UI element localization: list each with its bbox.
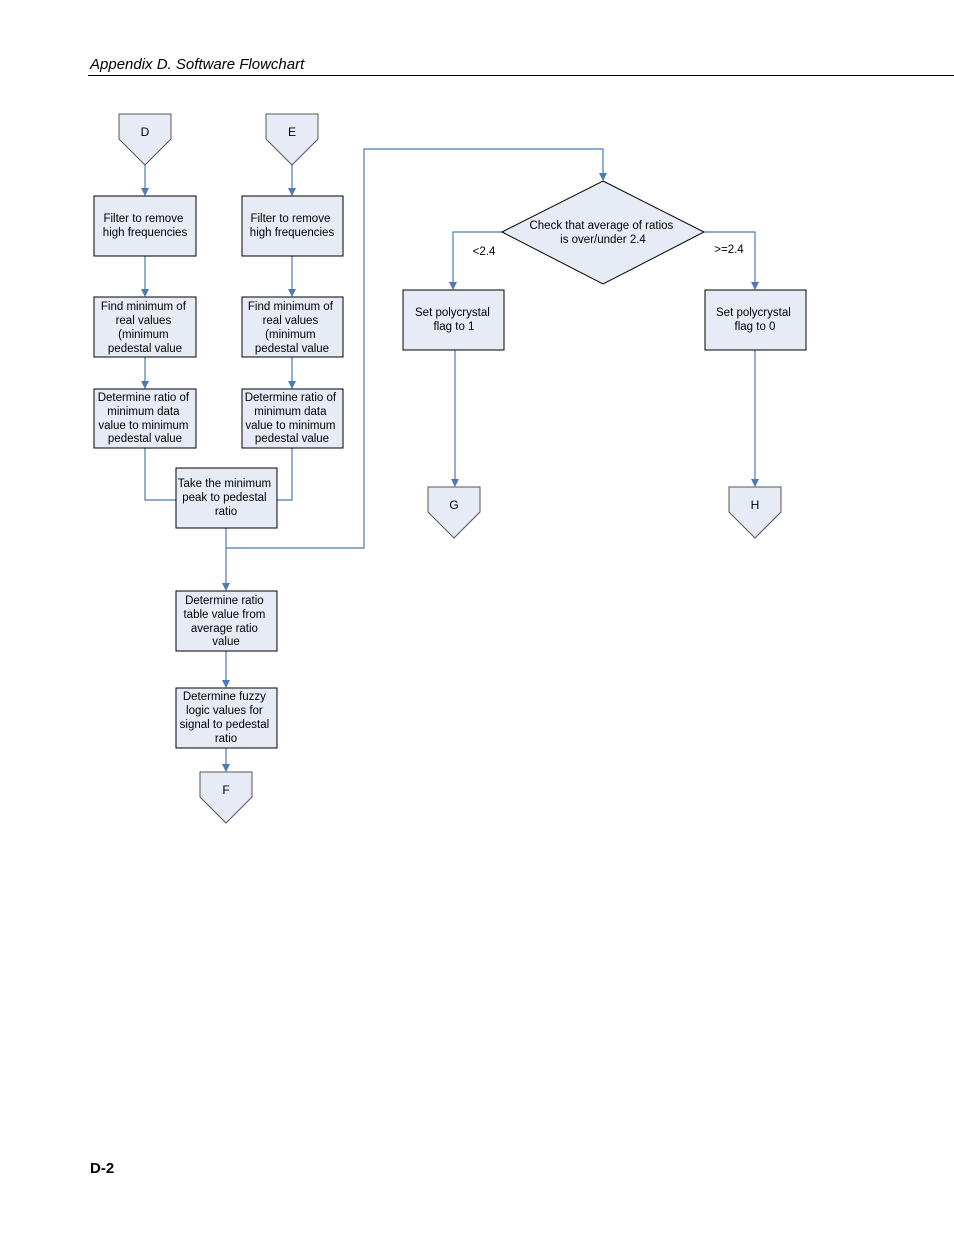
connector-f: F [199,771,253,824]
header-rule [88,75,954,76]
arrowhead [288,289,296,297]
svg-text:Determine ratio table va: Determine ratio table value from average… [183,595,268,648]
edge-d-ratio-to-take [144,448,177,501]
step-set-flag-0: Set polycrystal flag to 0 [704,289,807,351]
step-set-flag-1: Set polycrystal flag to 1 [402,289,505,351]
arrowhead [599,173,607,181]
connector-h: H [728,486,782,539]
page-number: D-2 [90,1160,115,1177]
connector-g: G [427,486,481,539]
branch-label-right: >=2.4 [714,244,744,256]
step-d-ratio: Determine ratio of minimum data value to… [93,388,197,449]
flowchart-edges [144,148,756,766]
step-ratio-table: Determine ratio table value from average… [175,590,278,652]
arrowhead [751,479,759,487]
arrowhead [222,764,230,772]
arrowhead [141,188,149,196]
svg-text:Set polycrystal flag to: Set polycrystal flag to 1 [415,307,493,333]
svg-text:Check that average of ratios: Check that average of ratios is over/und… [529,220,676,246]
arrowhead [751,282,759,290]
svg-text:Set polycrystal flag to: Set polycrystal flag to 0 [716,307,794,333]
connector-h-label: H [751,498,760,512]
step-d-find-min: Find minimum of real values (minimum ped… [93,296,197,358]
step-e-find-min: Find minimum of real values (minimum ped… [241,296,344,358]
edge-decision-to-flag0 [704,231,756,284]
edge-decision-to-flag1 [452,231,502,284]
branch-label-left: <2.4 [473,246,496,258]
step-fuzzy-logic: Determine fuzzy logic values for signal … [175,687,278,749]
svg-text:Find minimum of real val: Find minimum of real values (minimum ped… [248,301,336,355]
connector-f-label: F [222,783,229,797]
step-d-filter: Filter to remove high frequencies [93,195,197,257]
step-take-minimum: Take the minimum peak to pedestal ratio [175,467,278,529]
svg-text:Take the minimum peak to: Take the minimum peak to pedestal ratio [178,478,275,518]
arrowhead [288,381,296,389]
arrowhead [222,583,230,591]
connector-e: E [265,113,319,166]
svg-text:Determine ratio of minim: Determine ratio of minimum data value to… [98,392,193,445]
page-header-title: Appendix D. Software Flowchart [90,56,305,73]
connector-g-label: G [449,498,458,512]
step-e-filter: Filter to remove high frequencies [241,195,344,257]
svg-text:Filter to remove high fr: Filter to remove high frequencies [250,213,335,239]
connector-d: D [118,113,172,166]
arrowhead [141,289,149,297]
flowchart-arrowheads [141,173,759,772]
arrowhead [222,680,230,688]
connector-e-label: E [288,125,296,139]
arrowhead [288,188,296,196]
arrowhead [451,479,459,487]
svg-text:Determine ratio of minim: Determine ratio of minimum data value to… [245,392,340,445]
edge-e-ratio-to-take [277,448,293,501]
svg-text:Determine fuzzy logic va: Determine fuzzy logic values for signal … [180,691,273,745]
svg-text:Filter to remove high fr: Filter to remove high frequencies [103,213,188,239]
connector-d-label: D [141,125,150,139]
svg-text:Find minimum of real val: Find minimum of real values (minimum ped… [101,301,189,355]
arrowhead [449,282,457,290]
arrowhead [141,381,149,389]
edge-take-to-decision [226,148,604,549]
step-e-ratio: Determine ratio of minimum data value to… [241,388,344,449]
decision-average-ratio: Check that average of ratios is over/und… [500,180,706,285]
